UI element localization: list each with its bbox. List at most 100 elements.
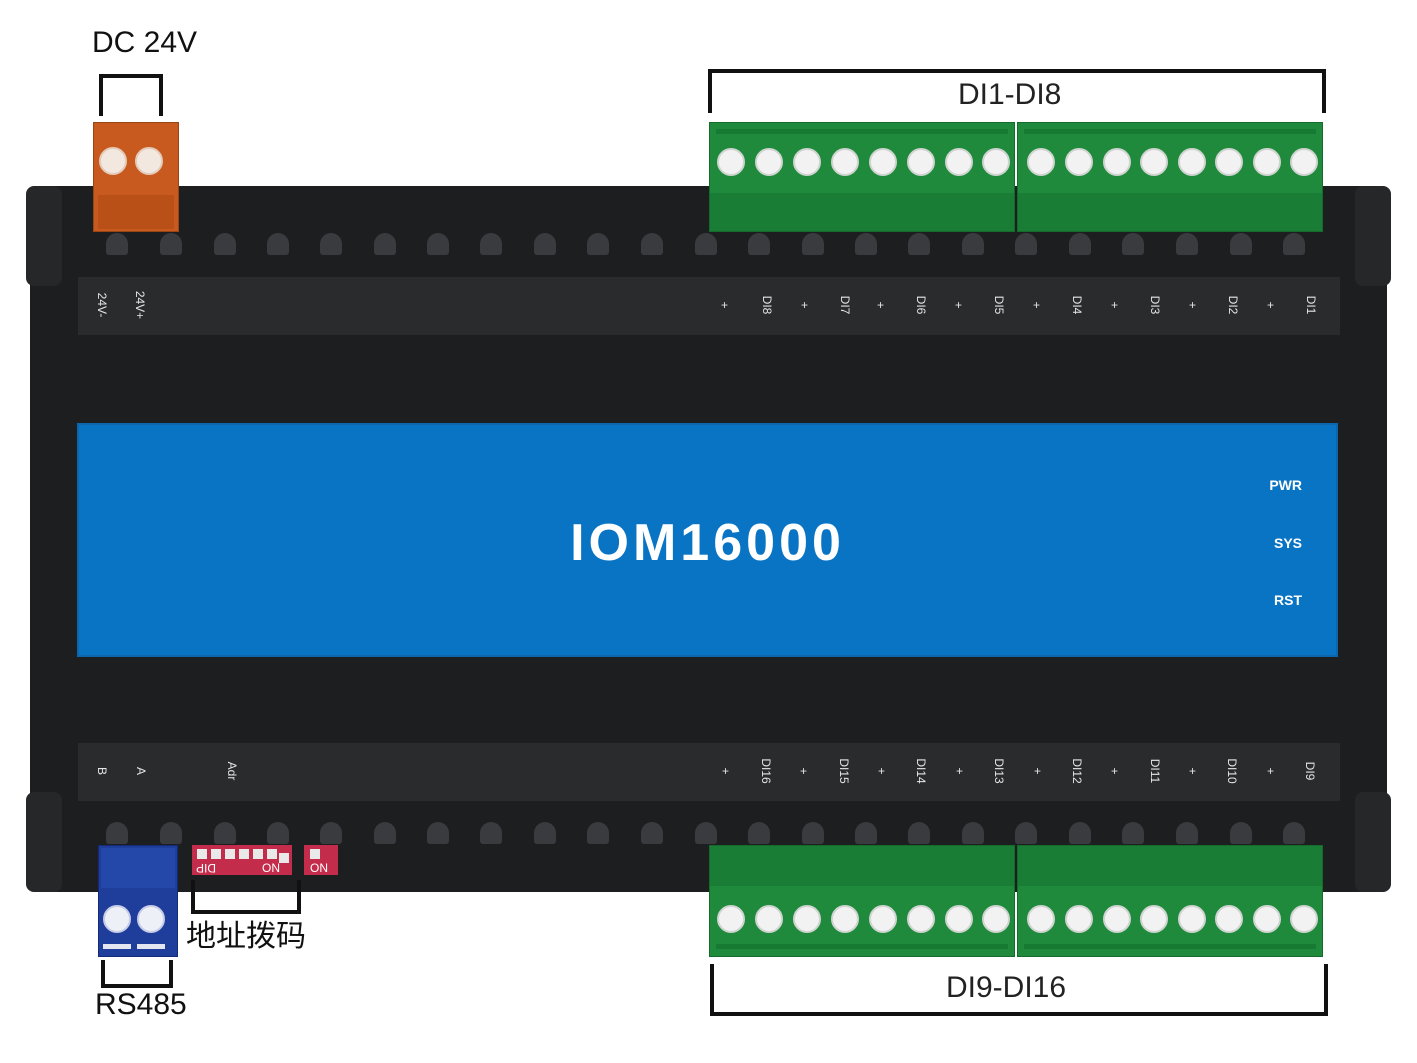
screw-terminal[interactable] (755, 905, 783, 933)
screw-terminal[interactable] (793, 148, 821, 176)
slot (106, 822, 128, 844)
screw-terminal[interactable] (1140, 905, 1168, 933)
model-name: IOM16000 (570, 514, 845, 572)
led-label-pwr: PWR (1269, 477, 1302, 493)
screw-terminal[interactable] (717, 905, 745, 933)
screw-terminal[interactable] (1140, 148, 1168, 176)
terminal-base (1018, 193, 1322, 231)
power-callout-label: DC 24V (92, 26, 198, 59)
slot (160, 822, 182, 844)
screw-terminal[interactable] (755, 148, 783, 176)
screw-terminal[interactable] (1215, 905, 1243, 933)
slot (802, 233, 824, 255)
screw-terminal[interactable] (1290, 148, 1318, 176)
screw-terminal[interactable] (137, 905, 165, 933)
label-plus: + (1033, 298, 1041, 312)
slot (106, 233, 128, 255)
screw-terminal[interactable] (1215, 148, 1243, 176)
rs485-terminal-block[interactable] (98, 845, 178, 957)
label-24v-plus: 24V+ (133, 290, 147, 320)
screw-terminal[interactable] (1253, 905, 1281, 933)
slot (480, 233, 502, 255)
slot (1069, 233, 1091, 255)
front-panel: IOM16000 PWR SYS RST (77, 423, 1338, 657)
label-plus: + (1189, 298, 1197, 312)
slot (427, 822, 449, 844)
screw-terminal[interactable] (982, 148, 1010, 176)
di1-di8-terminal-block-right[interactable] (1017, 122, 1323, 232)
label-di3: DI3 (1148, 295, 1162, 315)
screw-terminal[interactable] (1178, 905, 1206, 933)
dip-key[interactable] (225, 849, 235, 859)
screw-terminal[interactable] (1027, 148, 1055, 176)
led-label-sys: SYS (1273, 535, 1302, 551)
screw-terminal[interactable] (135, 147, 163, 175)
slot (427, 233, 449, 255)
screw-terminal[interactable] (982, 905, 1010, 933)
slot (641, 822, 663, 844)
dip-key[interactable] (310, 849, 320, 859)
slot (1283, 233, 1305, 255)
screw-terminal[interactable] (793, 905, 821, 933)
power-callout-bracket (99, 74, 163, 116)
slot (962, 822, 984, 844)
screw-terminal[interactable] (907, 905, 935, 933)
slot (962, 233, 984, 255)
top-slot-row (0, 233, 1417, 257)
slot (320, 822, 342, 844)
screw-terminal[interactable] (831, 148, 859, 176)
terminal-ridge (103, 944, 131, 949)
screw-terminal[interactable] (1253, 148, 1281, 176)
screw-terminal[interactable] (831, 905, 859, 933)
slot (160, 233, 182, 255)
slot (695, 822, 717, 844)
led-label-rst: RST (1274, 592, 1302, 608)
screw-terminal[interactable] (1065, 905, 1093, 933)
bottom-label-strip (78, 743, 1340, 801)
slot (748, 822, 770, 844)
power-terminal-base (98, 195, 174, 229)
slot (480, 822, 502, 844)
top-label-strip (78, 277, 1340, 335)
screw-terminal[interactable] (1065, 148, 1093, 176)
slot (908, 822, 930, 844)
screw-terminal[interactable] (945, 905, 973, 933)
di1-di8-terminal-block-left[interactable] (709, 122, 1015, 232)
screw-terminal[interactable] (907, 148, 935, 176)
slot (1122, 233, 1144, 255)
label-di15: DI15 (837, 758, 851, 784)
rs485-callout-bracket (101, 960, 173, 988)
screw-terminal[interactable] (1103, 905, 1131, 933)
dip-key[interactable] (267, 849, 277, 859)
di9-di16-terminal-block-right[interactable] (1017, 845, 1323, 957)
dip-key[interactable] (253, 849, 263, 859)
screw-terminal[interactable] (717, 148, 745, 176)
label-plus: + (1111, 764, 1119, 778)
dip-key[interactable] (197, 849, 207, 859)
screw-terminal[interactable] (99, 147, 127, 175)
screw-terminal[interactable] (869, 905, 897, 933)
address-dip-callout-bracket (191, 880, 301, 914)
screw-terminal[interactable] (103, 905, 131, 933)
screw-terminal[interactable] (1027, 905, 1055, 933)
screw-terminal[interactable] (869, 148, 897, 176)
power-terminal-block[interactable] (93, 122, 179, 232)
label-plus: + (1111, 298, 1119, 312)
label-plus: + (956, 764, 964, 778)
screw-terminal[interactable] (1178, 148, 1206, 176)
dip-switch-extra[interactable]: ON (304, 845, 338, 875)
dip-switch-address[interactable]: DIP ON (192, 845, 292, 875)
label-di12: DI12 (1070, 758, 1084, 784)
dip-key[interactable] (279, 853, 289, 863)
label-plus: + (877, 298, 885, 312)
label-di16: DI16 (759, 758, 773, 784)
label-24v-minus: 24V- (95, 292, 109, 318)
screw-terminal[interactable] (1103, 148, 1131, 176)
dip-key[interactable] (211, 849, 221, 859)
label-plus: + (1189, 764, 1197, 778)
screw-terminal[interactable] (945, 148, 973, 176)
screw-terminal[interactable] (1290, 905, 1318, 933)
terminal-base (710, 846, 1014, 886)
di9-di16-terminal-block-left[interactable] (709, 845, 1015, 957)
dip-key[interactable] (239, 849, 249, 859)
